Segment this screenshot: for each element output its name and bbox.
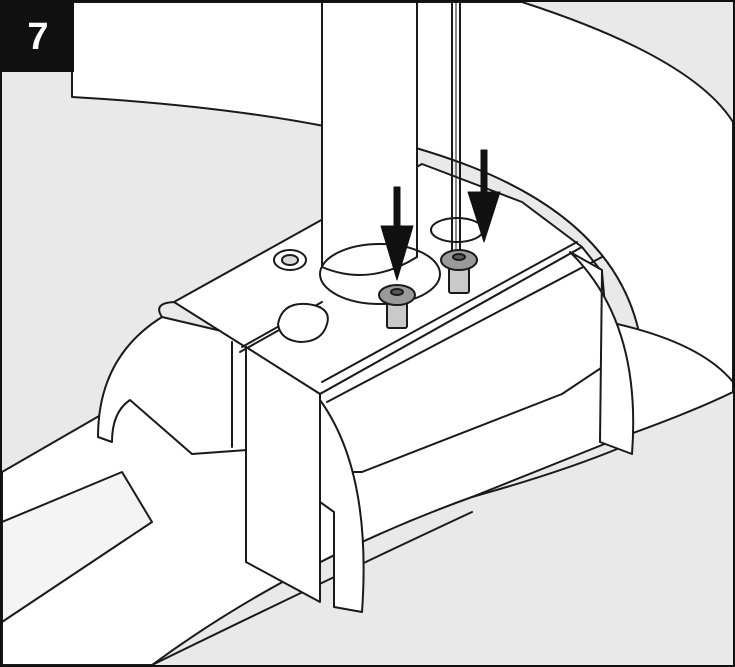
- right-saddle-bracket-back: [569, 251, 635, 455]
- left-saddle-lip: [158, 301, 178, 318]
- right-saddle-bracket: [319, 399, 365, 613]
- upright-post: [321, 2, 418, 276]
- hole-left-front: [277, 302, 329, 343]
- post-collar: [319, 243, 441, 305]
- clamp-bevel: [321, 241, 603, 403]
- clamp-left-step: [231, 341, 247, 448]
- hex-socket-screw-icon: [378, 284, 416, 329]
- hole-left-back-inner: [281, 254, 299, 266]
- hole-right-back: [430, 217, 484, 243]
- down-arrow-icon: [380, 186, 414, 281]
- base-arc-far: [71, 2, 733, 411]
- step-number: 7: [27, 16, 49, 58]
- down-arrow-icon: [467, 149, 501, 243]
- step-number-badge: 7: [2, 2, 74, 72]
- hex-key-tool-icon: [451, 2, 461, 261]
- clamp-front-face: [245, 346, 321, 603]
- hex-socket-screw-icon: [440, 249, 478, 294]
- base-arm-lower-face: [2, 471, 153, 623]
